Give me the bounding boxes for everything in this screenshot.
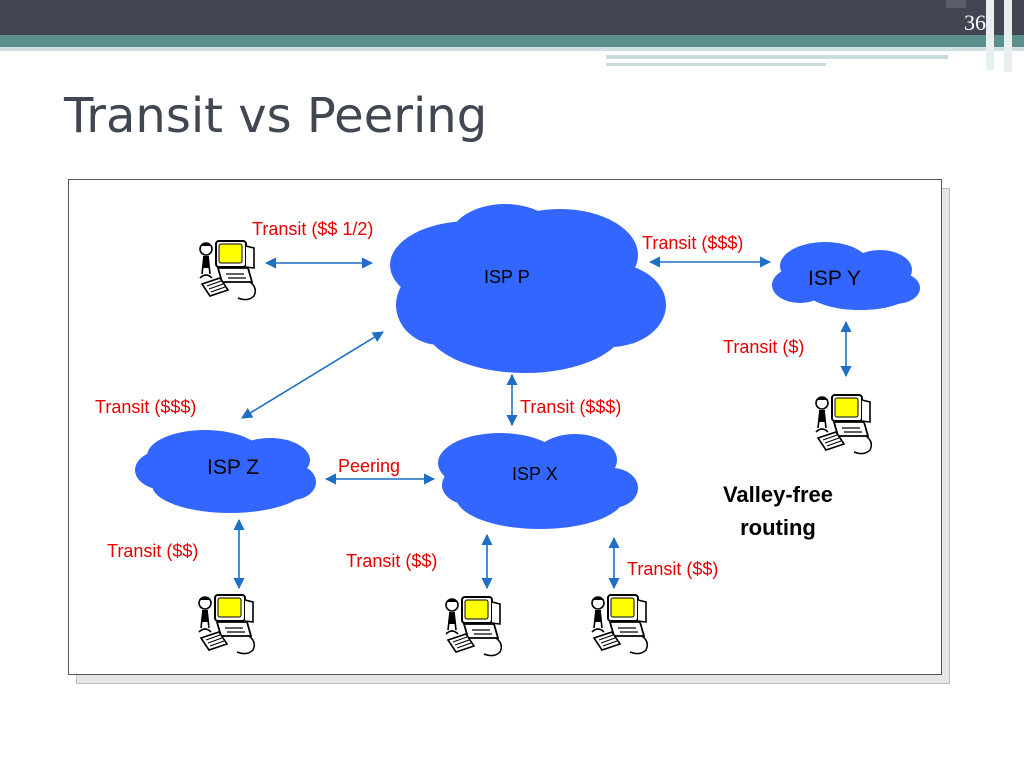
- link-label-x-customer-b: Transit ($$): [627, 559, 718, 579]
- header-accent-block: [946, 0, 966, 8]
- link-label-z-customer: Transit ($$): [107, 541, 198, 561]
- link-label-customer-p: Transit ($$ 1/2): [252, 219, 373, 239]
- isp-y-label: ISP Y: [808, 267, 861, 290]
- desktop-computer-icon: [199, 240, 257, 301]
- isp-p-label: ISP P: [484, 267, 530, 287]
- link-label-z-p: Transit ($$$): [95, 397, 196, 417]
- isp-y-cloud: [772, 242, 920, 310]
- isp-p-cloud: [390, 204, 666, 373]
- desktop-computer-icon: [445, 596, 503, 657]
- header-accent-bar: [986, 0, 994, 70]
- isp-x-cloud: [438, 433, 638, 529]
- header-accent-bar: [1004, 0, 1012, 72]
- isp-z-label: ISP Z: [207, 456, 259, 479]
- link-label-x-p: Transit ($$$): [520, 397, 621, 417]
- header-accent-line: [606, 63, 826, 66]
- desktop-computer-icon: [815, 394, 873, 455]
- valley-free-note-line1: Valley-free: [723, 482, 833, 507]
- header-band: [0, 35, 1024, 47]
- header-band-light: [0, 47, 1024, 51]
- isp-x-label: ISP X: [512, 464, 558, 484]
- link-label-p-y: Transit ($$$): [642, 233, 743, 253]
- desktop-computer-icon: [198, 594, 256, 655]
- isp-z-cloud: [135, 430, 316, 513]
- desktop-computer-icon: [591, 594, 649, 655]
- link-arrow-z-p: [241, 331, 384, 419]
- slide-title: Transit vs Peering: [64, 88, 488, 144]
- valley-free-note-line2: routing: [740, 515, 816, 540]
- link-label-y-customer: Transit ($): [723, 337, 804, 357]
- link-label-peering: Peering: [338, 456, 400, 476]
- link-label-x-customer-a: Transit ($$): [346, 551, 437, 571]
- header-accent-line: [606, 55, 948, 59]
- header-bar: [0, 0, 1024, 35]
- slide-number: 36: [964, 10, 986, 35]
